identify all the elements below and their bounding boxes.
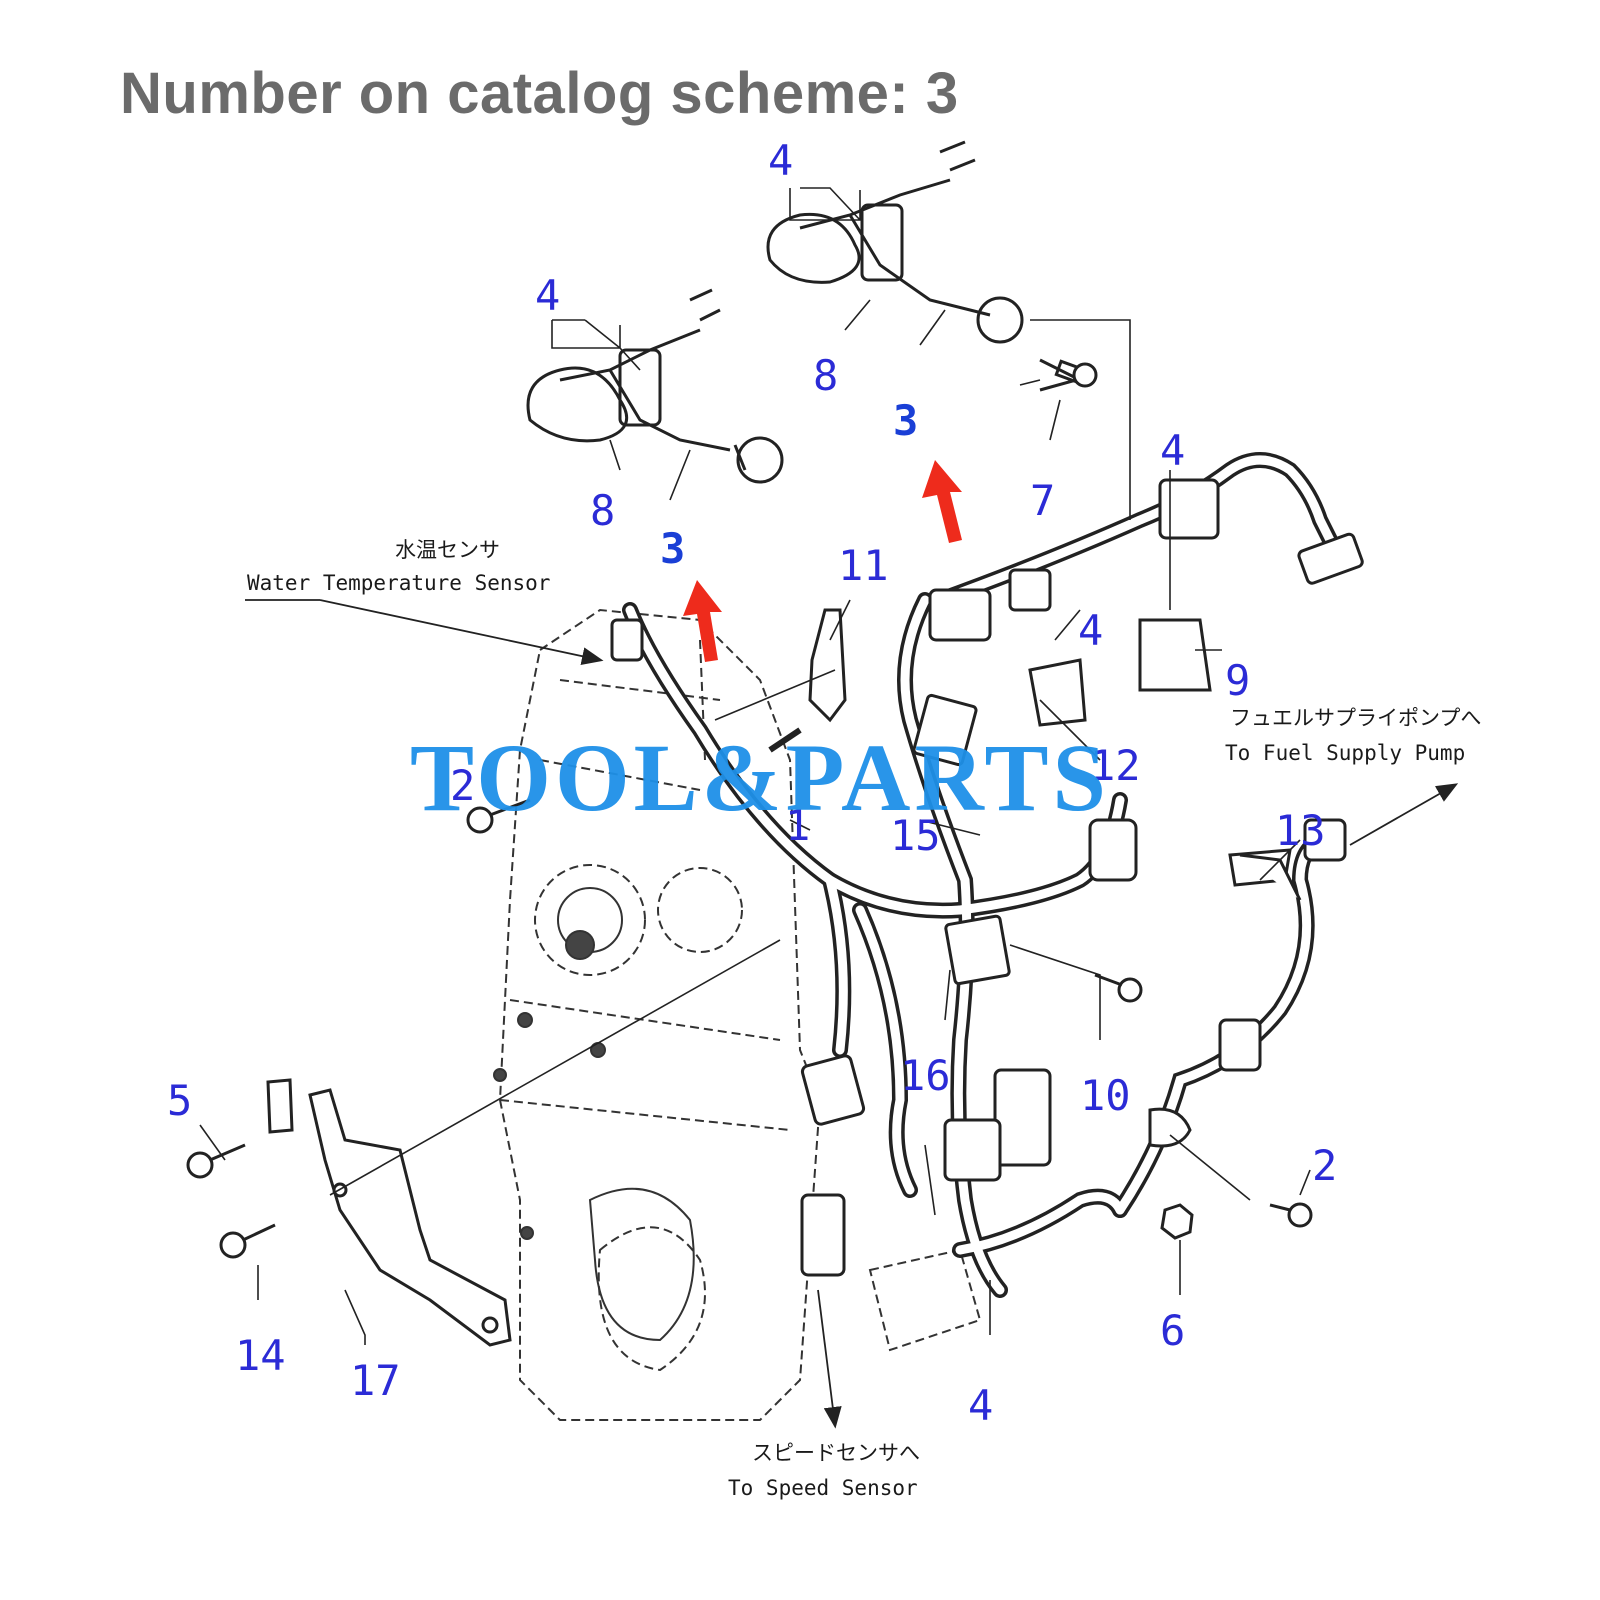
- bolt-7: [1039, 362, 1098, 392]
- bolt-14: [219, 1223, 276, 1259]
- callout-numbers-bold: 3 3: [660, 396, 918, 573]
- callout-4: 4: [1078, 606, 1103, 655]
- harness-connectors: [610, 478, 1364, 1277]
- callout-16: 16: [900, 1051, 951, 1100]
- callout-15: 15: [890, 811, 941, 860]
- bolt-2-left: [466, 798, 531, 834]
- fuel-pump-label-jp: フュエルサプライポンプへ: [1230, 706, 1481, 730]
- pointer-arrows: [245, 599, 1459, 1429]
- speed-sensor-label-en: To Speed Sensor: [728, 1476, 918, 1500]
- callout-4: 4: [768, 136, 793, 185]
- annotation-labels: 水温センサ Water Temperature Sensor フュエルサプライポ…: [247, 538, 1481, 1500]
- callout-8: 8: [813, 351, 838, 400]
- bolt-10: [1094, 973, 1143, 1003]
- callout-4: 4: [968, 1381, 993, 1430]
- water-temp-label-jp: 水温センサ: [395, 538, 500, 562]
- callout-9: 9: [1225, 656, 1250, 705]
- red-arrow-right: [922, 460, 962, 543]
- callout-3: 3: [893, 396, 918, 445]
- speed-sensor-label-jp: スピードセンサへ: [752, 1441, 920, 1465]
- harness-subassembly-left: [526, 288, 784, 484]
- bracket-17: [266, 1078, 512, 1347]
- engine-details: [493, 887, 695, 1342]
- watermark-logo: TOOL&PARTS: [410, 724, 1110, 831]
- callout-4: 4: [535, 271, 560, 320]
- callout-6: 6: [1160, 1306, 1185, 1355]
- callout-2: 2: [450, 761, 475, 810]
- callout-12: 12: [1090, 741, 1141, 790]
- callout-1: 1: [785, 801, 810, 850]
- callout-2: 2: [1312, 1141, 1337, 1190]
- bolt-15: [768, 727, 802, 753]
- water-temp-label-en: Water Temperature Sensor: [247, 571, 550, 595]
- callout-3: 3: [660, 524, 685, 573]
- red-arrow-left: [683, 580, 722, 662]
- page-title: Number on catalog scheme: 3: [120, 61, 959, 126]
- main-harness-inner: [625, 455, 1345, 1295]
- callout-5: 5: [167, 1076, 192, 1125]
- callout-7: 7: [1030, 476, 1055, 525]
- leader-lines: [199, 187, 1311, 1345]
- callout-13: 13: [1275, 806, 1326, 855]
- callout-4: 4: [1160, 426, 1185, 475]
- nut-6: [1160, 1203, 1194, 1240]
- fuel-pump-label-en: To Fuel Supply Pump: [1225, 741, 1465, 765]
- bolt-5: [186, 1143, 246, 1179]
- harness-subassembly-right: [766, 140, 1092, 387]
- callout-17: 17: [350, 1356, 401, 1405]
- callout-numbers: 4 4 8 8 7 4 11 4 9 12 1 15 2 13 16 10 5 …: [167, 136, 1337, 1430]
- bolt-2-right: [1269, 1202, 1313, 1228]
- callout-11: 11: [838, 541, 889, 590]
- callout-14: 14: [235, 1331, 286, 1380]
- callout-8: 8: [590, 486, 615, 535]
- red-arrows: [683, 460, 962, 662]
- engine-block: [498, 608, 982, 1421]
- callout-10: 10: [1080, 1071, 1131, 1120]
